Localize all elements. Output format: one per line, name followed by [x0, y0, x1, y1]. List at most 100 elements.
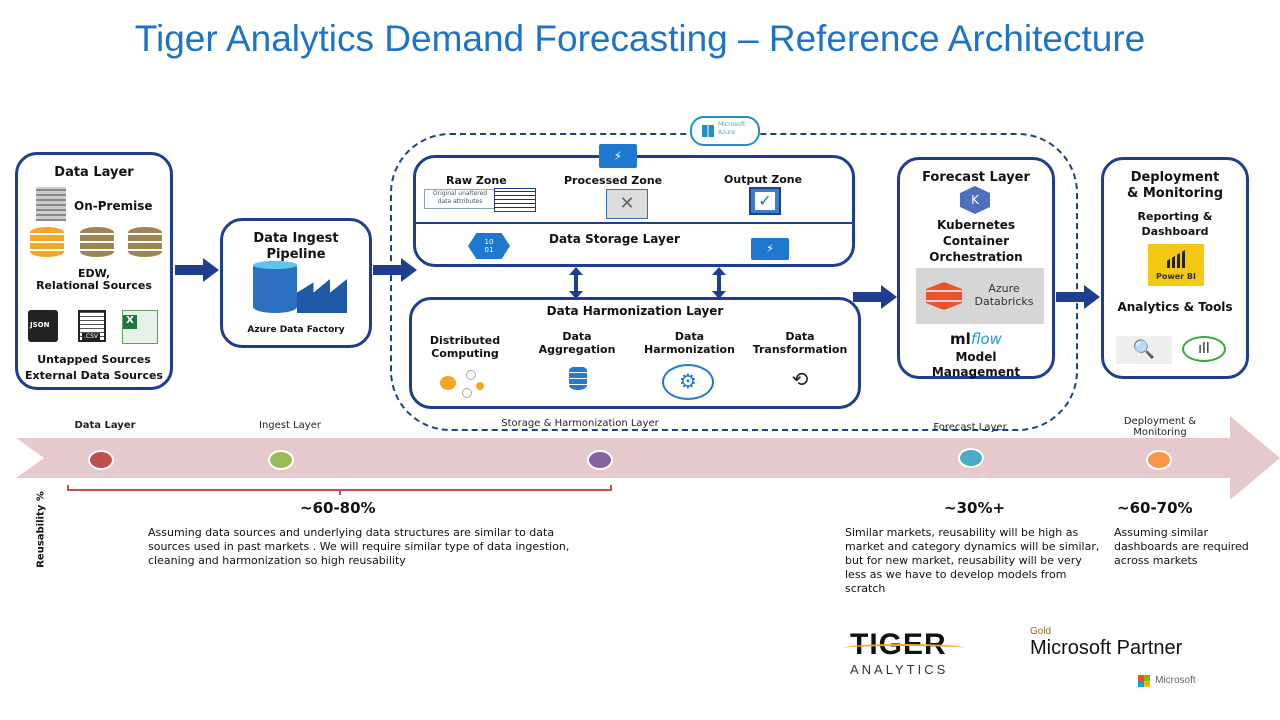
excel-x-icon: X [123, 315, 137, 329]
output-zone-label: Output Zone [724, 173, 803, 186]
data-factory-icon [253, 261, 348, 313]
microsoft-squares-icon [1138, 674, 1150, 687]
folder-bolt-icon: ⚡ [751, 238, 789, 260]
dashboard-label: Dashboard [1141, 225, 1209, 238]
checkbox-icon: ✓ [749, 187, 781, 215]
magnifier-chart-icon: 🔍 [1116, 336, 1172, 364]
stage-dot-data-layer [88, 450, 114, 470]
storage-divider [416, 222, 852, 224]
powerbi-label: Power BI [1156, 272, 1196, 281]
container-label: Container [942, 234, 1010, 248]
azure-cloud-badge: Microsoft Azure [690, 116, 760, 146]
raw-zone-label: Raw Zone [446, 174, 507, 187]
timeline-label-data-layer: Data Layer [74, 420, 136, 431]
reuse-pct-data-ingest-storage: ~60-80% [300, 499, 376, 517]
transformation-icon: ⟲ [791, 367, 809, 391]
json-text: JSON [30, 321, 50, 329]
analytics-wordmark: ANALYTICS [850, 662, 949, 677]
tools-icon: ✕ [606, 189, 648, 219]
edw-label: EDW, [77, 267, 111, 280]
raw-caption-box: Original unaltered data attributes [424, 189, 496, 209]
data-storage-box: Raw Zone Original unaltered data attribu… [413, 144, 855, 267]
databricks-line: Azure [988, 282, 1020, 295]
stage-dot-deployment [1146, 450, 1172, 470]
forecast-title: Forecast Layer [922, 170, 1030, 185]
binary-file-icon [494, 188, 536, 212]
item-line: Aggregation [538, 343, 616, 356]
databricks-line: Databricks [974, 295, 1034, 308]
tiger-swoosh [844, 644, 964, 652]
kubernetes-label: Kubernetes [937, 218, 1015, 232]
database-icon [128, 227, 162, 257]
databricks-label: Azure Databricks [966, 282, 1042, 308]
growth-chart-icon: ıll [1182, 336, 1226, 362]
data-transformation-label: Data Transformation [745, 330, 855, 356]
database-icon [30, 227, 64, 257]
external-label: External Data Sources [25, 369, 163, 382]
ingest-title-2: Pipeline [266, 247, 326, 262]
harmonization-layer-title: Data Harmonization Layer [546, 304, 724, 318]
reuse-pct-forecast: ~30%+ [944, 499, 1006, 517]
azure-badge-text-2: Azure [718, 129, 736, 136]
building-icon [36, 187, 66, 221]
timeline-label-line: Monitoring [1133, 427, 1187, 438]
flow-arrow [373, 258, 417, 282]
bracket-tick [339, 490, 341, 495]
stage-dot-ingest [268, 450, 294, 470]
processed-zone-label: Processed Zone [564, 174, 663, 187]
analytics-tools-label: Analytics & Tools [1117, 300, 1233, 314]
tiger-analytics-logo: TIGER ANALYTICS [844, 630, 970, 680]
gears-icon: ⚙ [662, 364, 714, 400]
data-layer-title: Data Layer [54, 165, 134, 180]
databricks-logo: Azure Databricks [916, 268, 1044, 324]
raw-caption-1: Original unaltered [432, 190, 488, 197]
excel-icon: X [122, 310, 158, 344]
reuse-pct-deployment: ~60-70% [1117, 499, 1193, 517]
mlflow-flow: flow [970, 330, 1002, 348]
partner-label: Microsoft Partner [1030, 637, 1183, 659]
adf-caption: Azure Data Factory [247, 325, 345, 335]
item-line: Transformation [752, 343, 848, 356]
on-premise-label: On-Premise [74, 199, 153, 213]
kubernetes-icon: K [960, 186, 990, 214]
powerbi-logo: Power BI [1148, 244, 1204, 286]
bidirectional-arrow [712, 267, 726, 299]
relational-label: Relational Sources [36, 279, 152, 292]
timeline-arrow [16, 416, 1280, 500]
page-title: Tiger Analytics Demand Forecasting – Ref… [134, 18, 1146, 59]
management-label: Management [931, 365, 1021, 379]
item-line: Data [785, 330, 815, 343]
flow-arrow [1056, 285, 1100, 309]
mlflow-logo: mlflow [900, 330, 1052, 348]
orchestration-label: Orchestration [929, 250, 1023, 264]
item-line: Harmonization [644, 343, 735, 356]
timeline-label-storage: Storage & Harmonization Layer [501, 418, 659, 429]
distributed-computing-label: Distributed Computing [420, 334, 510, 360]
json-file-icon: JSON [28, 310, 58, 342]
stage-dot-storage [587, 450, 613, 470]
csv-text: .CSV [82, 333, 101, 340]
microsoft-brand: Microsoft [1138, 670, 1196, 689]
bar-chart-icon [1167, 250, 1185, 268]
item-line: Data [674, 330, 705, 343]
ingest-box: Data Ingest Pipeline Azure Data Factory [220, 218, 372, 348]
data-harmonization-label: Data Harmonization [637, 330, 742, 356]
reuse-desc-forecast: Similar markets, reusability will be hig… [845, 526, 1100, 595]
deployment-box: Deployment & Monitoring Reporting & Dash… [1101, 157, 1249, 379]
database-aggregation-icon [569, 366, 587, 390]
timeline-label-deployment: Deployment & Monitoring [1105, 416, 1215, 438]
csv-file-icon: .CSV [78, 310, 106, 342]
stage-dot-forecast [958, 448, 984, 468]
item-line: Data [562, 330, 592, 343]
storage-folder-icon: ⚡ [599, 144, 637, 168]
bidirectional-arrow [569, 267, 583, 299]
deployment-title-2: & Monitoring [1126, 186, 1223, 201]
deployment-title: Deployment [1130, 170, 1220, 185]
timeline-label-ingest: Ingest Layer [259, 420, 321, 431]
data-storage-layer-title: Data Storage Layer [549, 232, 680, 246]
ingest-title: Data Ingest [253, 231, 339, 246]
timeline-label-forecast: Forecast Layer [933, 422, 1007, 433]
databricks-icon [926, 282, 962, 310]
data-layer-box: Data Layer On-Premise EDW, Relational So… [15, 152, 173, 390]
